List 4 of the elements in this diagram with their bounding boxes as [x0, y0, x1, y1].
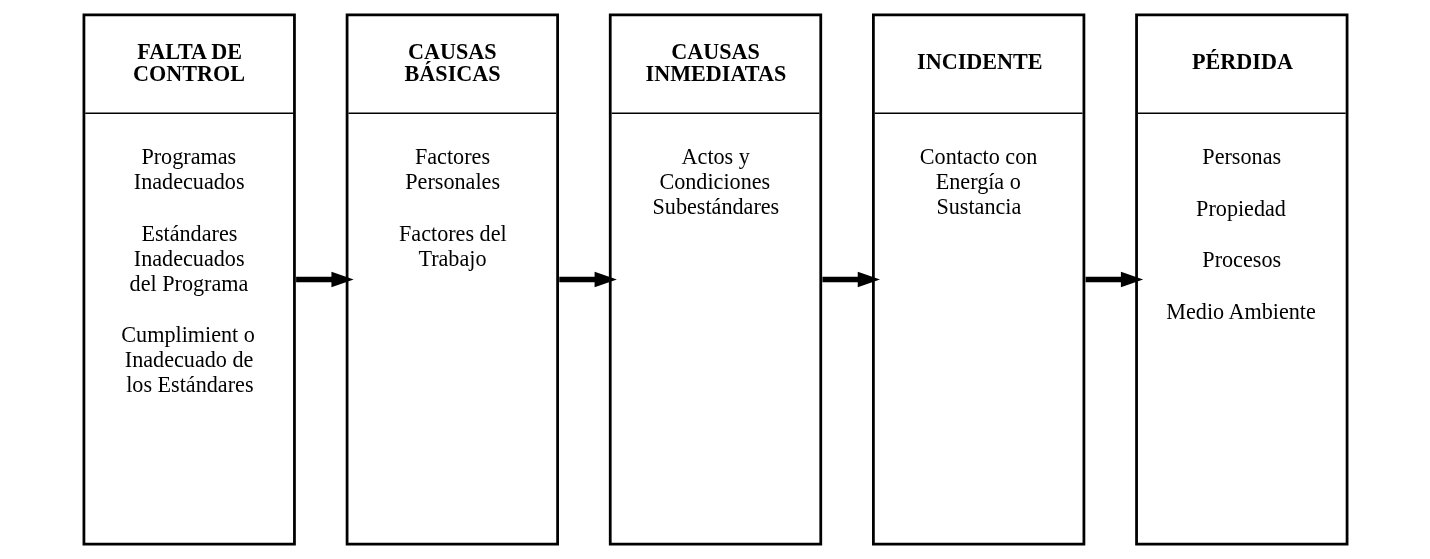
arrow — [1085, 271, 1143, 288]
arrow — [821, 271, 880, 288]
arrow — [295, 271, 354, 288]
arrow — [558, 271, 617, 288]
